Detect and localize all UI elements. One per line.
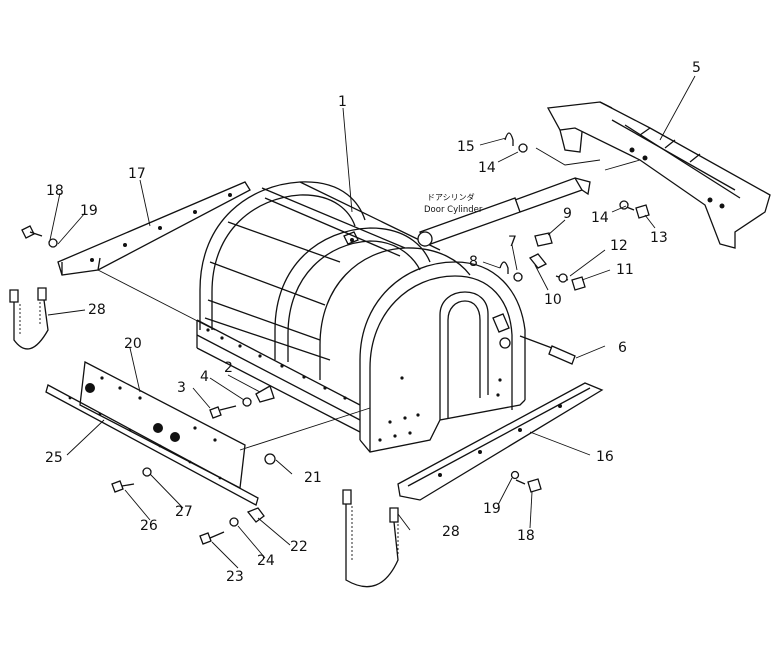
callout-28b: 28 <box>442 524 460 540</box>
bolts <box>21 204 650 545</box>
callout-15: 15 <box>457 139 475 155</box>
callout-25: 25 <box>45 450 63 466</box>
callout-20: 20 <box>124 336 142 352</box>
callout-14a: 14 <box>478 160 496 176</box>
callout-27: 27 <box>175 504 193 520</box>
callout-22: 22 <box>290 539 308 555</box>
callout-18b: 18 <box>517 528 535 544</box>
part-25-strip <box>45 384 259 506</box>
arched-guard-body <box>196 181 526 453</box>
callout-11: 11 <box>616 262 634 278</box>
callout-4: 4 <box>200 369 209 385</box>
callout-26: 26 <box>140 518 158 534</box>
callout-5: 5 <box>692 60 701 76</box>
callout-1: 1 <box>338 94 347 110</box>
part-2-bracket <box>255 385 275 403</box>
callout-28a: 28 <box>88 302 106 318</box>
callout-16: 16 <box>596 449 614 465</box>
annotation-japanese: ドアシリンダ <box>427 192 475 202</box>
callout-10: 10 <box>544 292 562 308</box>
part-17-side-plate <box>57 181 251 276</box>
part-20-plate <box>79 360 246 490</box>
callout-9: 9 <box>563 206 572 222</box>
part-10-plate <box>528 253 548 269</box>
part-5-arm <box>546 101 771 249</box>
part-9-pin <box>534 232 553 247</box>
callout-24: 24 <box>257 553 275 569</box>
callout-6: 6 <box>618 340 627 356</box>
callout-17: 17 <box>128 166 146 182</box>
callout-3: 3 <box>177 380 186 396</box>
part-15-clip <box>504 132 514 146</box>
rail-holes <box>206 328 502 442</box>
lanyard-left <box>9 287 49 350</box>
callout-19a: 19 <box>80 203 98 219</box>
callout-2: 2 <box>224 360 233 376</box>
annotation-english: Door Cylinder <box>424 205 483 215</box>
callout-21: 21 <box>304 470 322 486</box>
callout-8: 8 <box>469 254 478 270</box>
callout-12: 12 <box>610 238 628 254</box>
callout-13: 13 <box>650 230 668 246</box>
part-22-cap <box>246 507 265 523</box>
callout-23: 23 <box>226 569 244 585</box>
part-8-clip <box>499 261 509 274</box>
callout-14b: 14 <box>591 210 609 226</box>
part-16-side-plate <box>397 382 604 501</box>
lanyard-right <box>342 489 399 588</box>
callout-18a: 18 <box>46 183 64 199</box>
door-cylinder <box>417 177 591 247</box>
callout-7: 7 <box>508 234 517 250</box>
washers <box>48 143 629 527</box>
callout-19b: 19 <box>483 501 501 517</box>
leader-lines <box>47 75 696 569</box>
